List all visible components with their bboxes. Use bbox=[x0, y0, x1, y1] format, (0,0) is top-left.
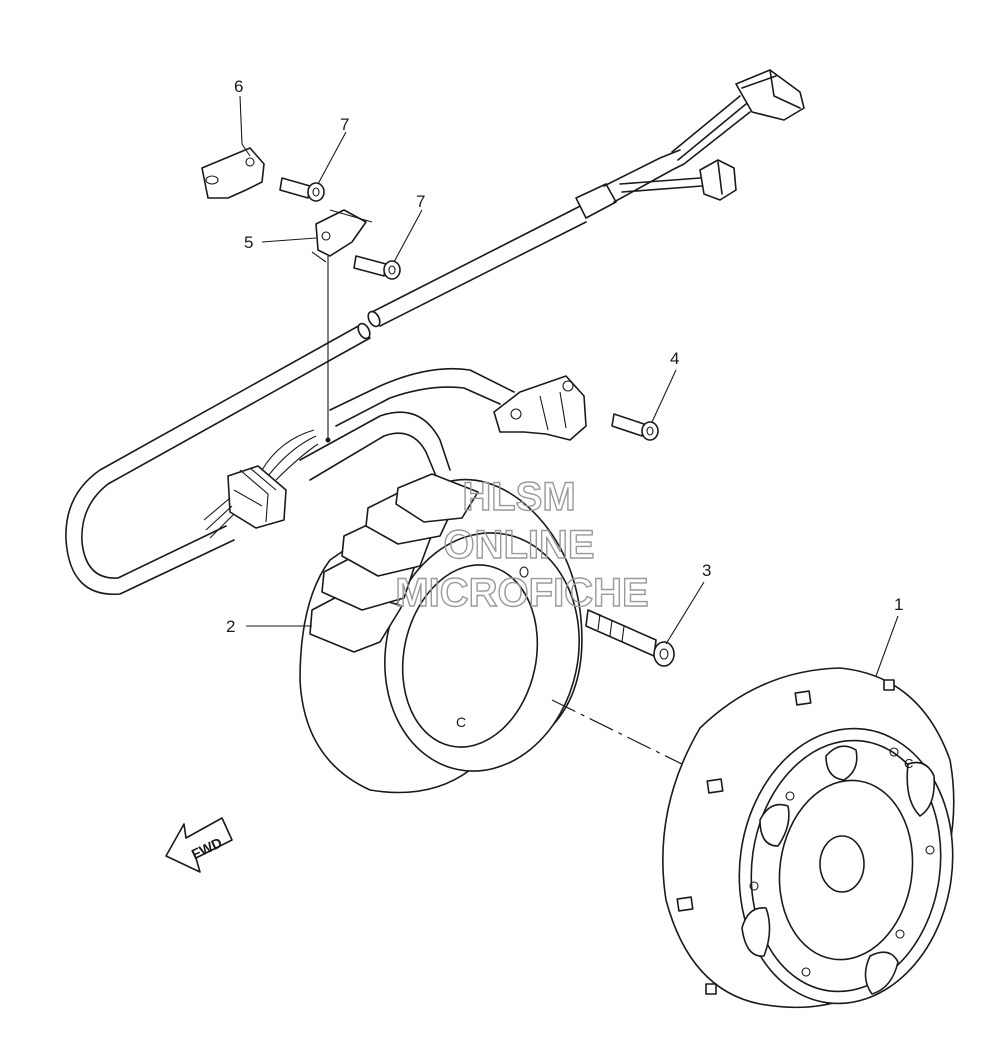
bolt-7-upper bbox=[279, 177, 325, 202]
leader-lines bbox=[239, 95, 899, 677]
callout-4: 4 bbox=[670, 349, 679, 368]
callouts: 6 7 7 5 4 3 2 1 bbox=[226, 77, 903, 636]
callout-2: 2 bbox=[226, 617, 235, 636]
callout-3: 3 bbox=[702, 561, 711, 580]
callout-5: 5 bbox=[244, 233, 253, 252]
watermark: HLSM ONLINE MICROFICHE bbox=[395, 474, 650, 615]
bolt-3 bbox=[585, 609, 675, 667]
svg-text:C: C bbox=[456, 714, 466, 730]
svg-text:C: C bbox=[904, 756, 913, 771]
center-line bbox=[551, 699, 691, 769]
fwd-arrow: FWD bbox=[165, 817, 233, 873]
callout-7-lower: 7 bbox=[416, 192, 425, 211]
stator-2: C bbox=[299, 473, 583, 794]
wiring-harness bbox=[65, 69, 805, 595]
watermark-line1: HLSM bbox=[462, 475, 575, 519]
bracket-6 bbox=[201, 147, 265, 199]
clip-5 bbox=[311, 209, 373, 440]
rotor-1: C bbox=[662, 667, 955, 1009]
bolt-4 bbox=[611, 413, 659, 441]
watermark-line3: MICROFICHE bbox=[395, 571, 648, 615]
clamp-4 bbox=[493, 375, 587, 441]
watermark-line2: ONLINE bbox=[443, 523, 594, 567]
bolt-7-lower bbox=[353, 255, 401, 280]
callout-7-upper: 7 bbox=[340, 115, 349, 134]
callout-1: 1 bbox=[894, 595, 903, 614]
callout-6: 6 bbox=[234, 77, 243, 96]
